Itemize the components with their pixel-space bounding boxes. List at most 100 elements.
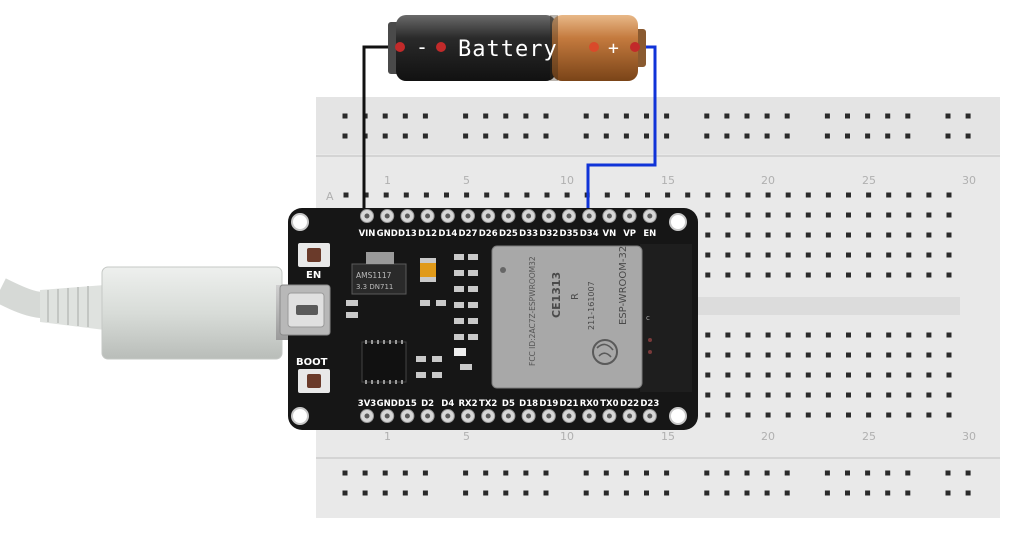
- rail-hole: [764, 113, 770, 119]
- breadboard-hole: [926, 332, 932, 338]
- row-letter-a: A: [326, 190, 334, 203]
- breadboard-hole: [765, 232, 771, 238]
- pin-label: D5: [502, 399, 515, 409]
- header-pin: [562, 409, 576, 423]
- pin-label: GND: [377, 399, 398, 409]
- pin-label: D18: [519, 399, 538, 409]
- header-pin: [440, 209, 455, 223]
- rail-hole: [402, 113, 408, 119]
- col-number: 15: [661, 174, 675, 187]
- breadboard-hole: [825, 212, 831, 218]
- breadboard-hole: [604, 192, 610, 198]
- module-ce-text: CE1313: [550, 272, 563, 318]
- breadboard-hole: [886, 232, 892, 238]
- breadboard-hole: [846, 412, 851, 418]
- rail-hole: [885, 490, 891, 496]
- rail-hole: [704, 113, 710, 119]
- breadboard-hole: [805, 232, 811, 238]
- col-number: 10: [560, 174, 574, 187]
- rail-hole: [603, 490, 609, 496]
- rail-hole: [523, 490, 529, 496]
- pin-label: D26: [479, 229, 498, 239]
- header-pin: [622, 409, 637, 423]
- rail-hole: [503, 133, 509, 139]
- rail-hole: [623, 133, 629, 139]
- breadboard-hole: [906, 372, 912, 378]
- boot-button[interactable]: [298, 369, 330, 393]
- rail-hole: [422, 113, 428, 119]
- breadboard-hole: [926, 252, 932, 258]
- breadboard-hole: [825, 252, 831, 258]
- rail-hole: [744, 470, 750, 476]
- rail-hole: [623, 470, 629, 476]
- header-pin: [461, 409, 475, 423]
- breadboard-hole: [846, 252, 851, 258]
- breadboard-hole: [846, 372, 851, 378]
- breadboard-hole: [785, 392, 791, 398]
- rail-hole: [784, 133, 790, 139]
- breadboard-hole: [825, 372, 831, 378]
- pin-label: 3V3: [358, 399, 376, 409]
- breadboard-hole: [946, 272, 952, 278]
- breadboard-hole: [906, 392, 912, 398]
- breadboard-hole: [524, 192, 530, 198]
- battery-negative-terminal: [395, 42, 405, 52]
- pin-label: D33: [519, 229, 538, 239]
- header-pin: [541, 409, 556, 423]
- battery-minus-label: -: [416, 35, 428, 59]
- breadboard-hole: [906, 332, 912, 338]
- breadboard-hole: [725, 352, 731, 358]
- breadboard-hole: [866, 352, 872, 358]
- rail-hole: [342, 490, 348, 496]
- rail-hole: [623, 490, 629, 496]
- rail-hole: [543, 113, 549, 119]
- col-number: 10: [560, 430, 574, 443]
- rail-hole: [382, 113, 388, 119]
- pin-label: TX2: [479, 399, 497, 409]
- header-pin: [562, 209, 576, 223]
- en-button[interactable]: [298, 243, 330, 267]
- regulator-text: AMS1117: [356, 271, 392, 280]
- mount-hole: [669, 407, 687, 425]
- col-number: 25: [862, 174, 876, 187]
- pin-label: D15: [398, 399, 417, 409]
- micro-usb-port: [279, 284, 331, 336]
- breadboard-hole: [906, 192, 912, 198]
- col-number: 1: [384, 430, 391, 443]
- breadboard-hole: [785, 352, 791, 358]
- rail-hole: [724, 470, 730, 476]
- breadboard-hole: [765, 332, 771, 338]
- header-pin: [501, 409, 516, 423]
- col-number: 20: [761, 430, 775, 443]
- led: [454, 348, 466, 356]
- pin-label: D32: [539, 229, 558, 239]
- rail-hole: [965, 470, 971, 476]
- rail-hole: [905, 490, 911, 496]
- breadboard-hole: [705, 272, 711, 278]
- breadboard-hole: [444, 192, 449, 198]
- battery-label: Battery: [458, 37, 558, 62]
- breadboard-hole: [866, 212, 872, 218]
- col-number: 5: [463, 430, 470, 443]
- pin-label: D22: [620, 399, 639, 409]
- rail-hole: [724, 113, 730, 119]
- breadboard-hole: [926, 212, 932, 218]
- rail-hole: [664, 490, 670, 496]
- header-pin: [481, 409, 496, 423]
- breadboard-hole: [745, 372, 751, 378]
- pin-label: GND: [377, 229, 398, 239]
- breadboard-hole: [866, 232, 872, 238]
- breadboard-hole: [886, 372, 892, 378]
- rail-hole: [724, 133, 730, 139]
- breadboard-hole: [926, 412, 932, 418]
- rail-hole: [463, 470, 469, 476]
- breadboard-hole: [906, 212, 912, 218]
- header-pins-top: [360, 209, 657, 223]
- breadboard-hole: [785, 272, 791, 278]
- column-numbers-top: 1 5 10 15 20 25 30: [384, 174, 976, 187]
- col-number: 30: [962, 174, 976, 187]
- pin-label: EN: [643, 229, 656, 239]
